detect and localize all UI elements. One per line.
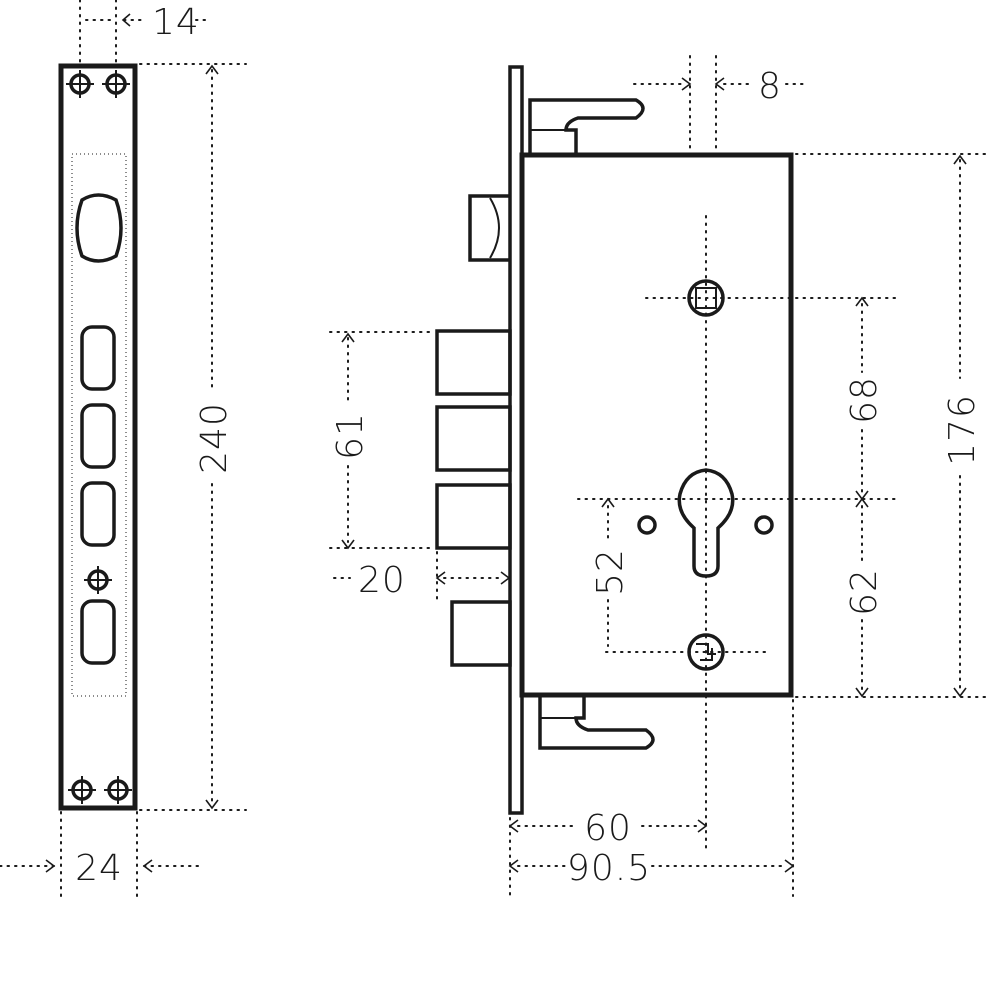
dim-label-cylinder-to-follower: 52 [590, 548, 631, 596]
arrow-icon [784, 859, 795, 873]
arrow-icon [681, 77, 692, 91]
bolt-slot [80, 403, 116, 469]
arrow-icon [121, 13, 131, 27]
dim-label-top-offset: 8 [758, 66, 782, 107]
mounting-hole [754, 515, 774, 535]
arrow-icon [855, 687, 869, 698]
arrow-icon [697, 819, 708, 833]
latch-bolt [468, 194, 510, 262]
dead-bolt [435, 405, 512, 472]
faceplate-outline [58, 63, 138, 811]
arrow-icon [341, 332, 355, 343]
mounting-hole [637, 515, 657, 535]
arrow-icon [855, 497, 869, 508]
arrow-icon [435, 571, 446, 585]
arrow-icon [855, 296, 869, 307]
arrow-icon [45, 859, 56, 873]
arrow-icon [205, 64, 219, 75]
dim-label-faceplate-length: 240 [194, 402, 235, 474]
arrow-icon [601, 497, 615, 508]
dim-label-cylinder-to-bottom: 62 [844, 568, 885, 616]
screw-icon [84, 566, 112, 594]
lock-body-view: 8 176 68 62 52 [329, 55, 991, 897]
screw-icon [104, 776, 132, 804]
faceplate-inner-area [71, 153, 127, 697]
dim-label-case-height: 176 [942, 394, 983, 466]
screw-icon [68, 776, 96, 804]
bolt-slot [80, 599, 116, 665]
faceplate-view: 14 240 24 [0, 0, 247, 897]
bolt-slot [80, 481, 116, 547]
arrow-icon [205, 799, 219, 810]
dim-label-faceplate-width: 24 [75, 848, 123, 889]
screw-icon [66, 70, 94, 98]
arrow-icon [142, 859, 153, 873]
dim-label-backset: 60 [584, 808, 632, 849]
dim-label-case-depth: 90.5 [567, 848, 651, 889]
dead-bolt [435, 329, 512, 396]
lock-case [519, 152, 794, 698]
arrow-icon [508, 819, 519, 833]
dim-label-spindle-to-cylinder: 68 [844, 376, 885, 424]
arrow-icon [953, 154, 967, 165]
arrow-icon [341, 539, 355, 550]
arrow-icon [714, 77, 725, 91]
dim-label-hole-spacing: 14 [152, 2, 200, 43]
arrow-icon [953, 687, 967, 698]
latch-opening [75, 193, 123, 263]
screw-icon [102, 70, 130, 98]
top-hook [528, 98, 645, 154]
dim-label-bolt-throw: 20 [358, 560, 406, 601]
dead-bolt [435, 483, 512, 550]
bolt-slot [80, 325, 116, 391]
arrow-icon [508, 859, 519, 873]
arrow-icon [500, 571, 511, 585]
dead-bolt [450, 600, 512, 667]
bottom-hook [538, 696, 655, 750]
dim-label-bolt-span: 61 [330, 412, 371, 460]
